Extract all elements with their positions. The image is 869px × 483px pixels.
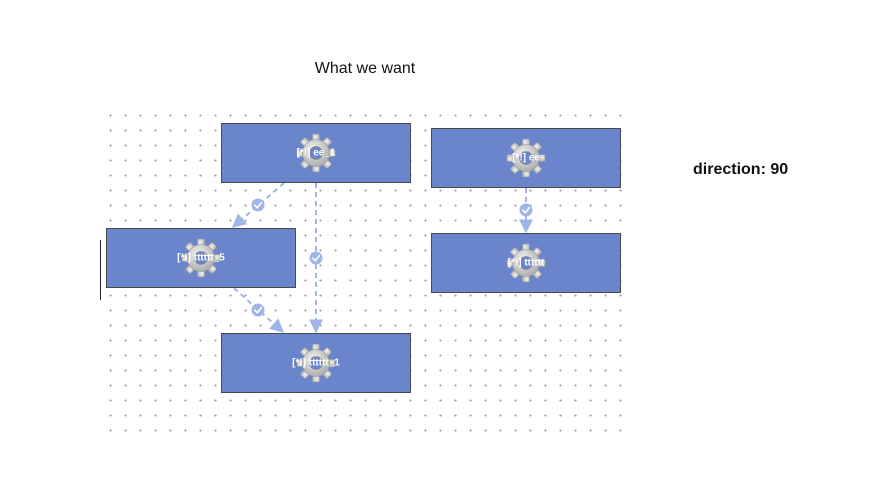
node-label: [*!] tttttt_1 (292, 357, 340, 369)
diagram-heading: What we want (314, 60, 416, 77)
node-tttttt[interactable]: [*!] tttttt (431, 233, 621, 293)
node-ee-1[interactable]: [*!] ee_1 (221, 123, 411, 183)
node-label: [*!] ee (512, 152, 540, 164)
check-icon (251, 198, 265, 212)
node-label: [*!] ee_1 (296, 147, 336, 159)
edge-ee-to-tttttt[interactable] (519, 188, 533, 234)
node-tttttt-1[interactable]: [*!] tttttt_1 (221, 333, 411, 393)
check-icon (519, 203, 533, 217)
text-cursor-bar (100, 240, 101, 300)
edge-ee1-to-tttttt1[interactable] (309, 183, 323, 334)
node-label: [*!] tttttt (507, 257, 545, 269)
node-ee[interactable]: [*!] ee (431, 128, 621, 188)
direction-label: direction: 90 (693, 161, 789, 178)
node-label: [*!] tttttt_5 (177, 252, 225, 264)
edge-tttttt5-to-tttttt1[interactable] (233, 287, 285, 333)
check-icon (309, 251, 323, 265)
check-icon (251, 303, 265, 317)
node-tttttt-5[interactable]: [*!] tttttt_5 (106, 228, 296, 288)
edge-ee1-to-tttttt5[interactable] (231, 182, 285, 228)
